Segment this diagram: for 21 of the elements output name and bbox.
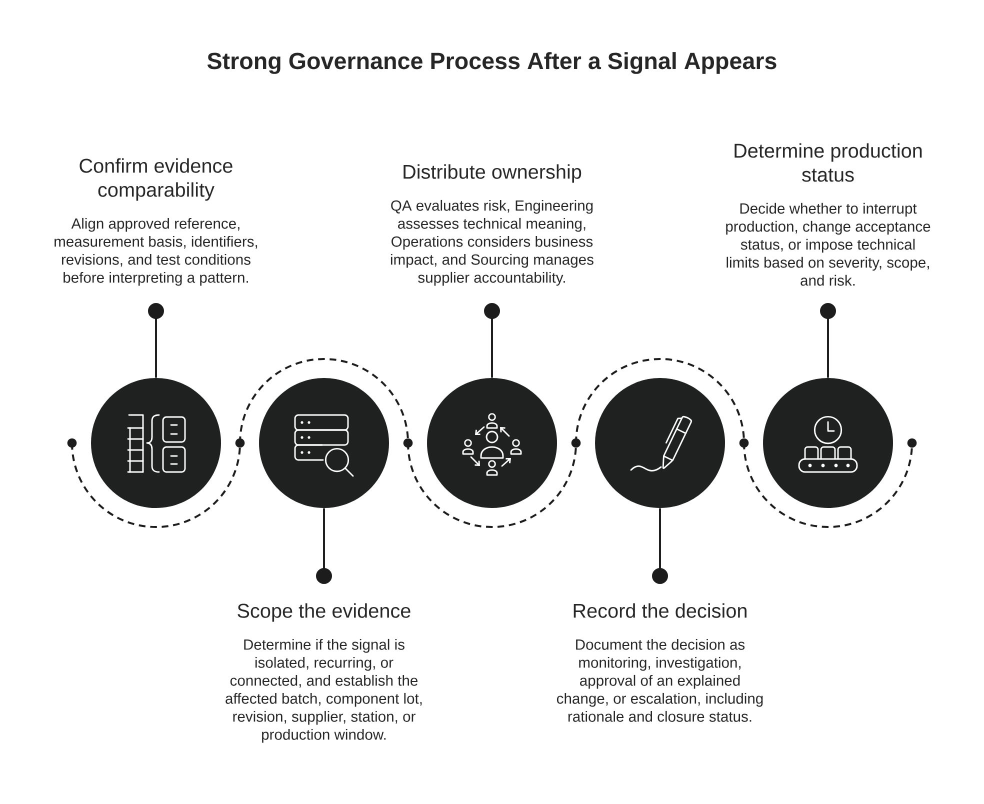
step-heading: Scope the evidence (238, 603, 410, 622)
step-circle (91, 378, 221, 508)
leader-line (484, 303, 500, 378)
step-circle (259, 378, 389, 508)
step-circle (595, 378, 725, 508)
step-description: Determine if the signal is isolated, recurring, or connected, and establish the affected batch, component lot, revision, supplier, station, or production window. (226, 638, 422, 743)
step-description: Decide whether to interrupt production, change acceptance status, or impose technical limits based on severity, scope, and risk. (726, 202, 930, 286)
step-circle (427, 378, 557, 508)
step-description: QA evaluates risk, Engineering assesses technical meaning, Operations considers business impact, and Sourcing manages supplier accountability. (390, 200, 594, 286)
leader-line (148, 303, 164, 378)
step-heading: Determine production status (734, 143, 922, 182)
step-description: Align approved reference, measurement basis, identifiers, revisions, and test conditions before interpreting a pattern. (54, 218, 258, 286)
leader-line (820, 303, 836, 378)
leader-line (316, 508, 332, 584)
step-heading: Confirm evidence comparability (80, 158, 232, 201)
step-circle (763, 378, 894, 508)
step-description: Document the decision as monitoring, investigation, approval of an explained change, or escalation, including rationale and closure status. (556, 638, 763, 722)
title: Strong Governance Process After a Signal Appears (207, 52, 776, 74)
step-heading: Distribute ownership (404, 164, 582, 183)
leader-line (652, 508, 668, 584)
step-heading: Record the decision (574, 603, 746, 618)
